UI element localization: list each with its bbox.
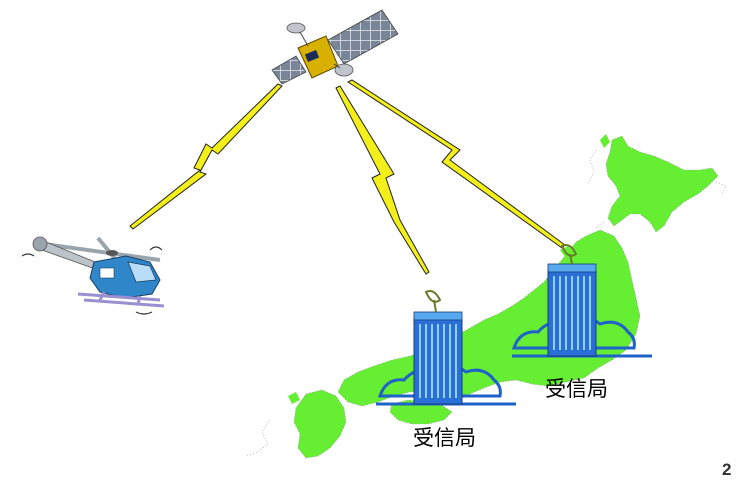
solar-panel-right [327,9,399,65]
solar-panel-left [271,55,307,85]
helicopter [21,236,165,315]
rotor-blade [43,242,161,262]
antenna-dish [424,290,442,303]
satellite [271,9,399,85]
sakhalin-tip [600,134,610,148]
station-label-1: 受信局 [413,426,476,450]
coastline-dots [245,149,727,457]
page-number: 2 [722,460,732,479]
receiving-station-2 [511,244,652,358]
link-to-helicopter [129,83,283,230]
station-label-2: 受信局 [545,377,608,401]
hokkaido-island [605,135,719,233]
helicopter-skids [77,291,165,308]
japan-map [245,134,727,459]
satellite-dish-top [286,22,306,34]
lightning-links [129,79,566,275]
kyushu-islet [288,392,300,404]
receiving-station-1 [376,290,516,406]
link-to-station-1 [335,85,430,275]
satellite-dish-bottom [334,63,354,77]
kyushu-island [293,389,347,459]
antenna-dish [560,244,578,257]
